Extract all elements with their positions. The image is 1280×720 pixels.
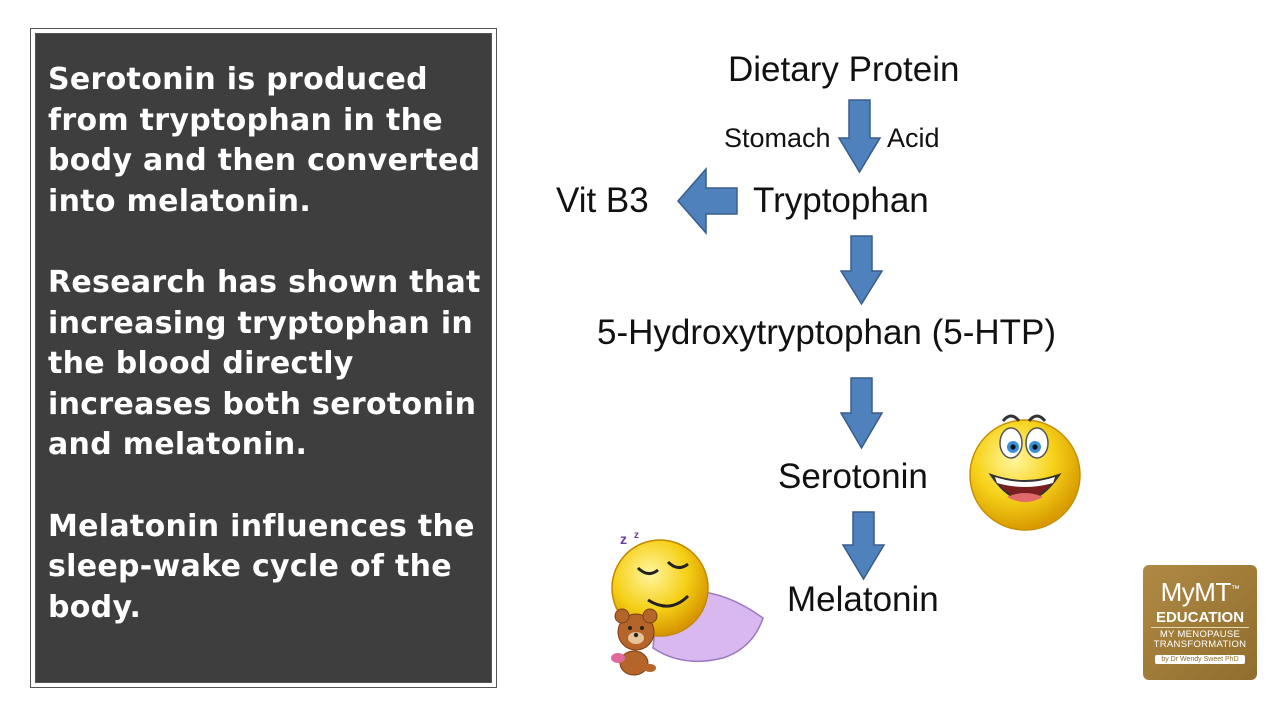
- label-acid: Acid: [887, 123, 940, 153]
- arrow-down-5htp-to-serotonin: [839, 377, 884, 450]
- arrow-down-tryptophan-to-5htp: [839, 235, 884, 306]
- node-tryptophan: Tryptophan: [753, 181, 929, 220]
- logo-divider: [1151, 627, 1249, 628]
- node-melatonin: Melatonin: [787, 580, 939, 619]
- label-stomach: Stomach: [724, 123, 831, 153]
- svg-text:z: z: [620, 531, 627, 547]
- arrow-left-tryptophan-to-vit-b3: [677, 167, 738, 235]
- svg-text:z: z: [634, 530, 639, 541]
- logo-author: by Dr Wendy Sweet PhD: [1155, 655, 1245, 664]
- paragraph-serotonin-production: Serotonin is produced from tryptophan in…: [48, 62, 481, 219]
- text-panel-background: Serotonin is produced from tryptophan in…: [35, 33, 492, 683]
- logo-trademark: ™: [1230, 583, 1240, 594]
- logo-transformation: TRANSFORMATION: [1153, 639, 1247, 650]
- node-dietary-protein: Dietary Protein: [728, 50, 960, 89]
- node-5-htp: 5-Hydroxytryptophan (5-HTP): [597, 313, 1057, 352]
- logo-education: EDUCATION: [1155, 609, 1245, 626]
- text-panel: Serotonin is produced from tryptophan in…: [30, 28, 497, 688]
- node-vit-b3: Vit B3: [556, 181, 649, 220]
- sleeping-smiley-icon: z z: [611, 530, 764, 676]
- paragraph-sleep-wake: Melatonin influences the sleep-wake cycl…: [48, 508, 475, 625]
- logo-my-menopause: MY MENOPAUSE: [1159, 629, 1241, 640]
- logo-mymt: MyMT™: [1143, 577, 1257, 608]
- arrow-down-serotonin-to-melatonin: [841, 511, 886, 581]
- mymt-education-logo: MyMT™ EDUCATION MY MENOPAUSE TRANSFORMAT…: [1143, 565, 1257, 680]
- logo-mymt-text: MyMT: [1160, 577, 1232, 607]
- arrow-down-protein-to-tryptophan: [837, 99, 882, 174]
- node-serotonin: Serotonin: [778, 457, 928, 496]
- paragraph-research: Research has shown that increasing trypt…: [48, 265, 481, 462]
- panel-text: Serotonin is produced from tryptophan in…: [48, 60, 488, 669]
- smiley-face-icon: [969, 414, 1081, 531]
